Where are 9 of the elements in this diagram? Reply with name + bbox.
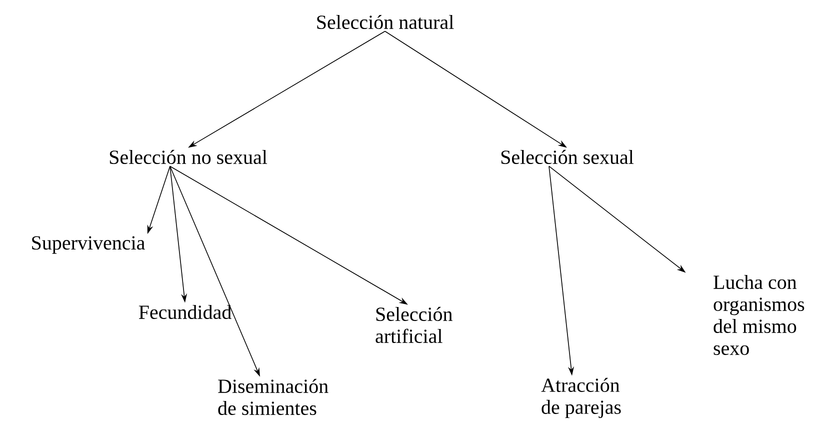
- label-text: Selección sexual: [501, 150, 634, 164]
- label-text: Atracción de parejas: [541, 378, 621, 418]
- label-text: Selección no sexual: [110, 150, 268, 164]
- label-text: Selección artificial: [376, 306, 452, 344]
- label-text: Fecundidad: [138, 304, 232, 320]
- label-text: Lucha con organismos del mismo sexo: [714, 274, 804, 356]
- label-text: Supervivencia: [32, 236, 145, 254]
- label-text: Selección natural: [317, 14, 454, 30]
- label-text: Diseminación de simientes: [218, 378, 328, 416]
